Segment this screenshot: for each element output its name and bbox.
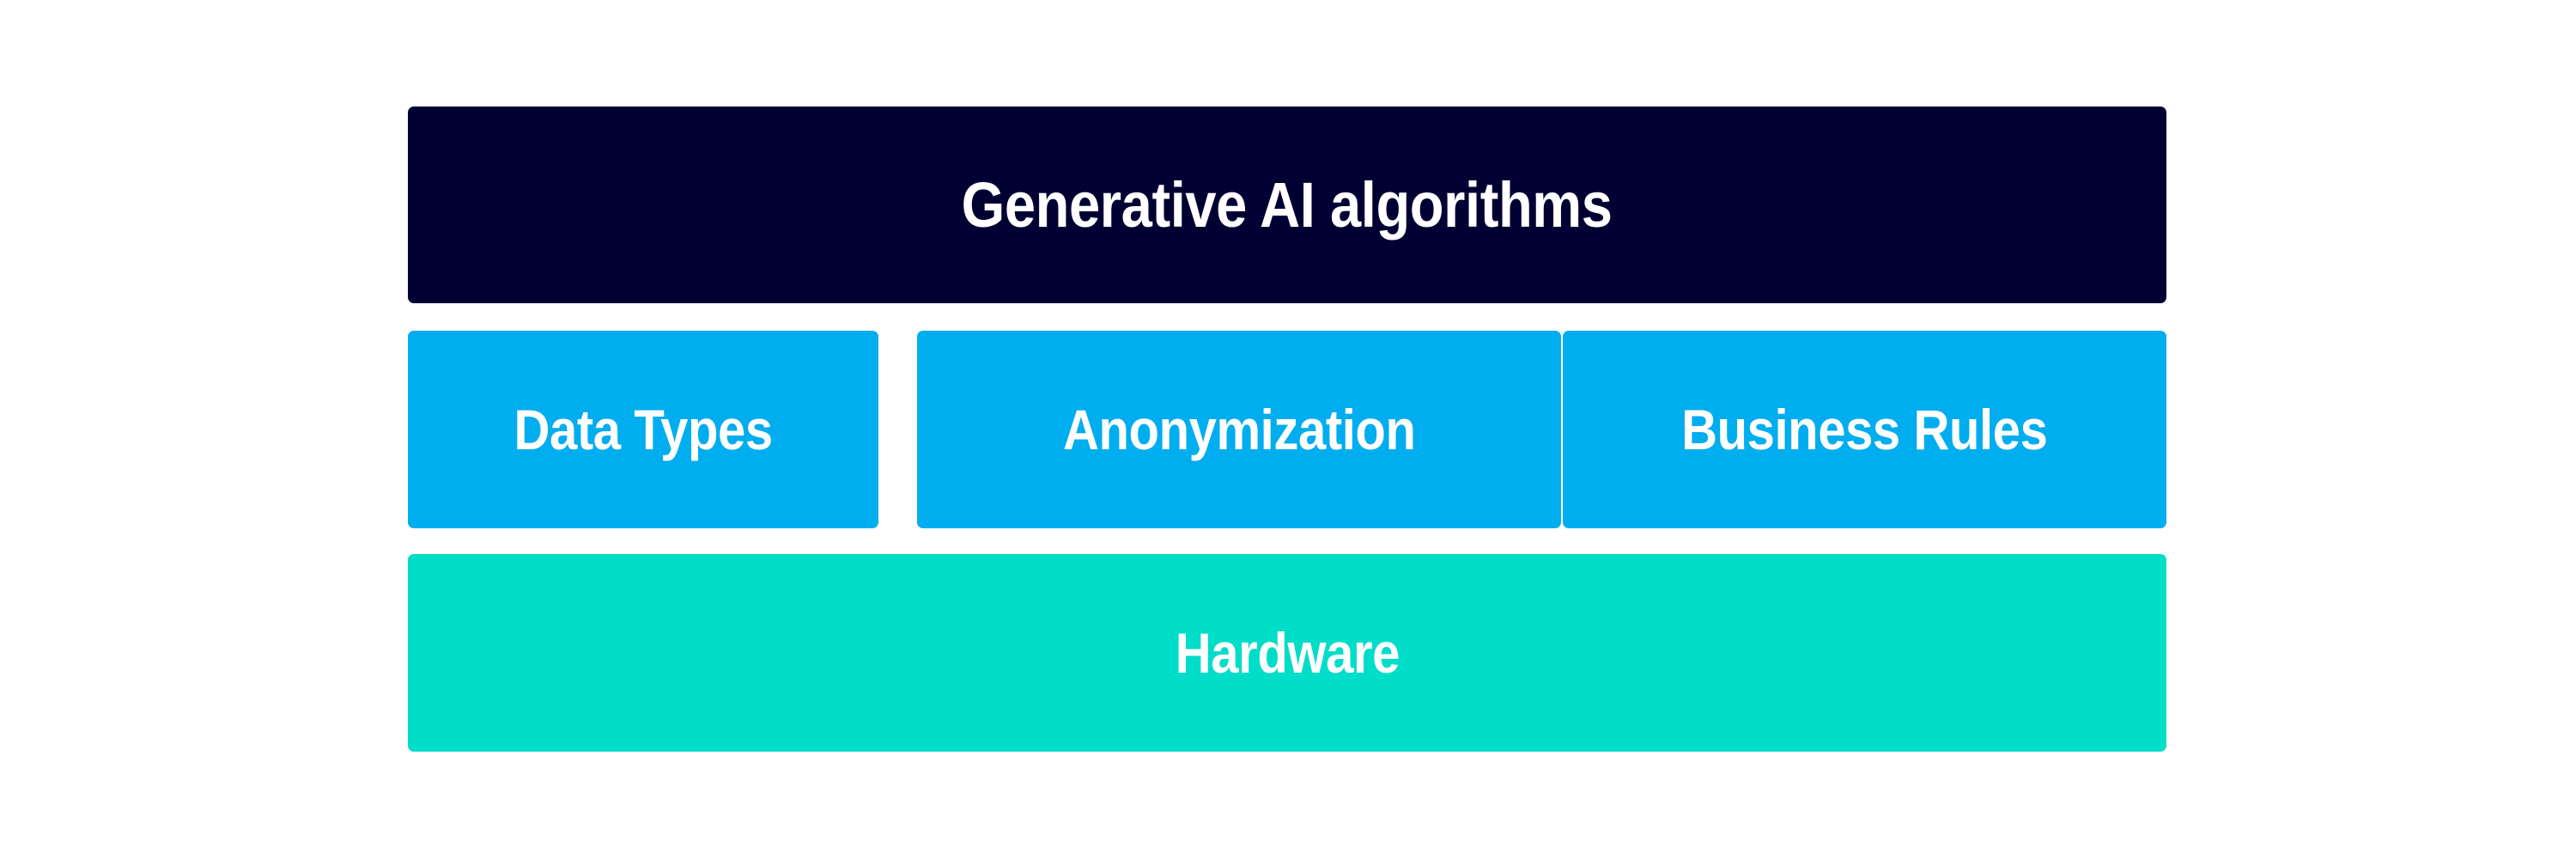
layer-hardware: Hardware — [408, 554, 2166, 752]
layer-generative-ai-algorithms: Generative AI algorithms — [408, 107, 2166, 303]
generative-ai-stack-diagram: Generative AI algorithms Data Types Anon… — [408, 107, 2166, 752]
component-layer-row: Data Types Anonymization Business Rules — [408, 331, 2166, 528]
layer-anonymization: Anonymization — [917, 331, 1561, 528]
layer-data-types: Data Types — [408, 331, 878, 528]
layer-business-rules: Business Rules — [1563, 331, 2166, 528]
layer-label-hardware: Hardware — [1175, 621, 1400, 685]
layer-label-data-types: Data Types — [513, 398, 773, 461]
layer-label-anonymization: Anonymization — [1062, 398, 1416, 461]
layer-label-generative-ai-algorithms: Generative AI algorithms — [962, 168, 1613, 241]
layer-label-business-rules: Business Rules — [1681, 398, 2048, 461]
